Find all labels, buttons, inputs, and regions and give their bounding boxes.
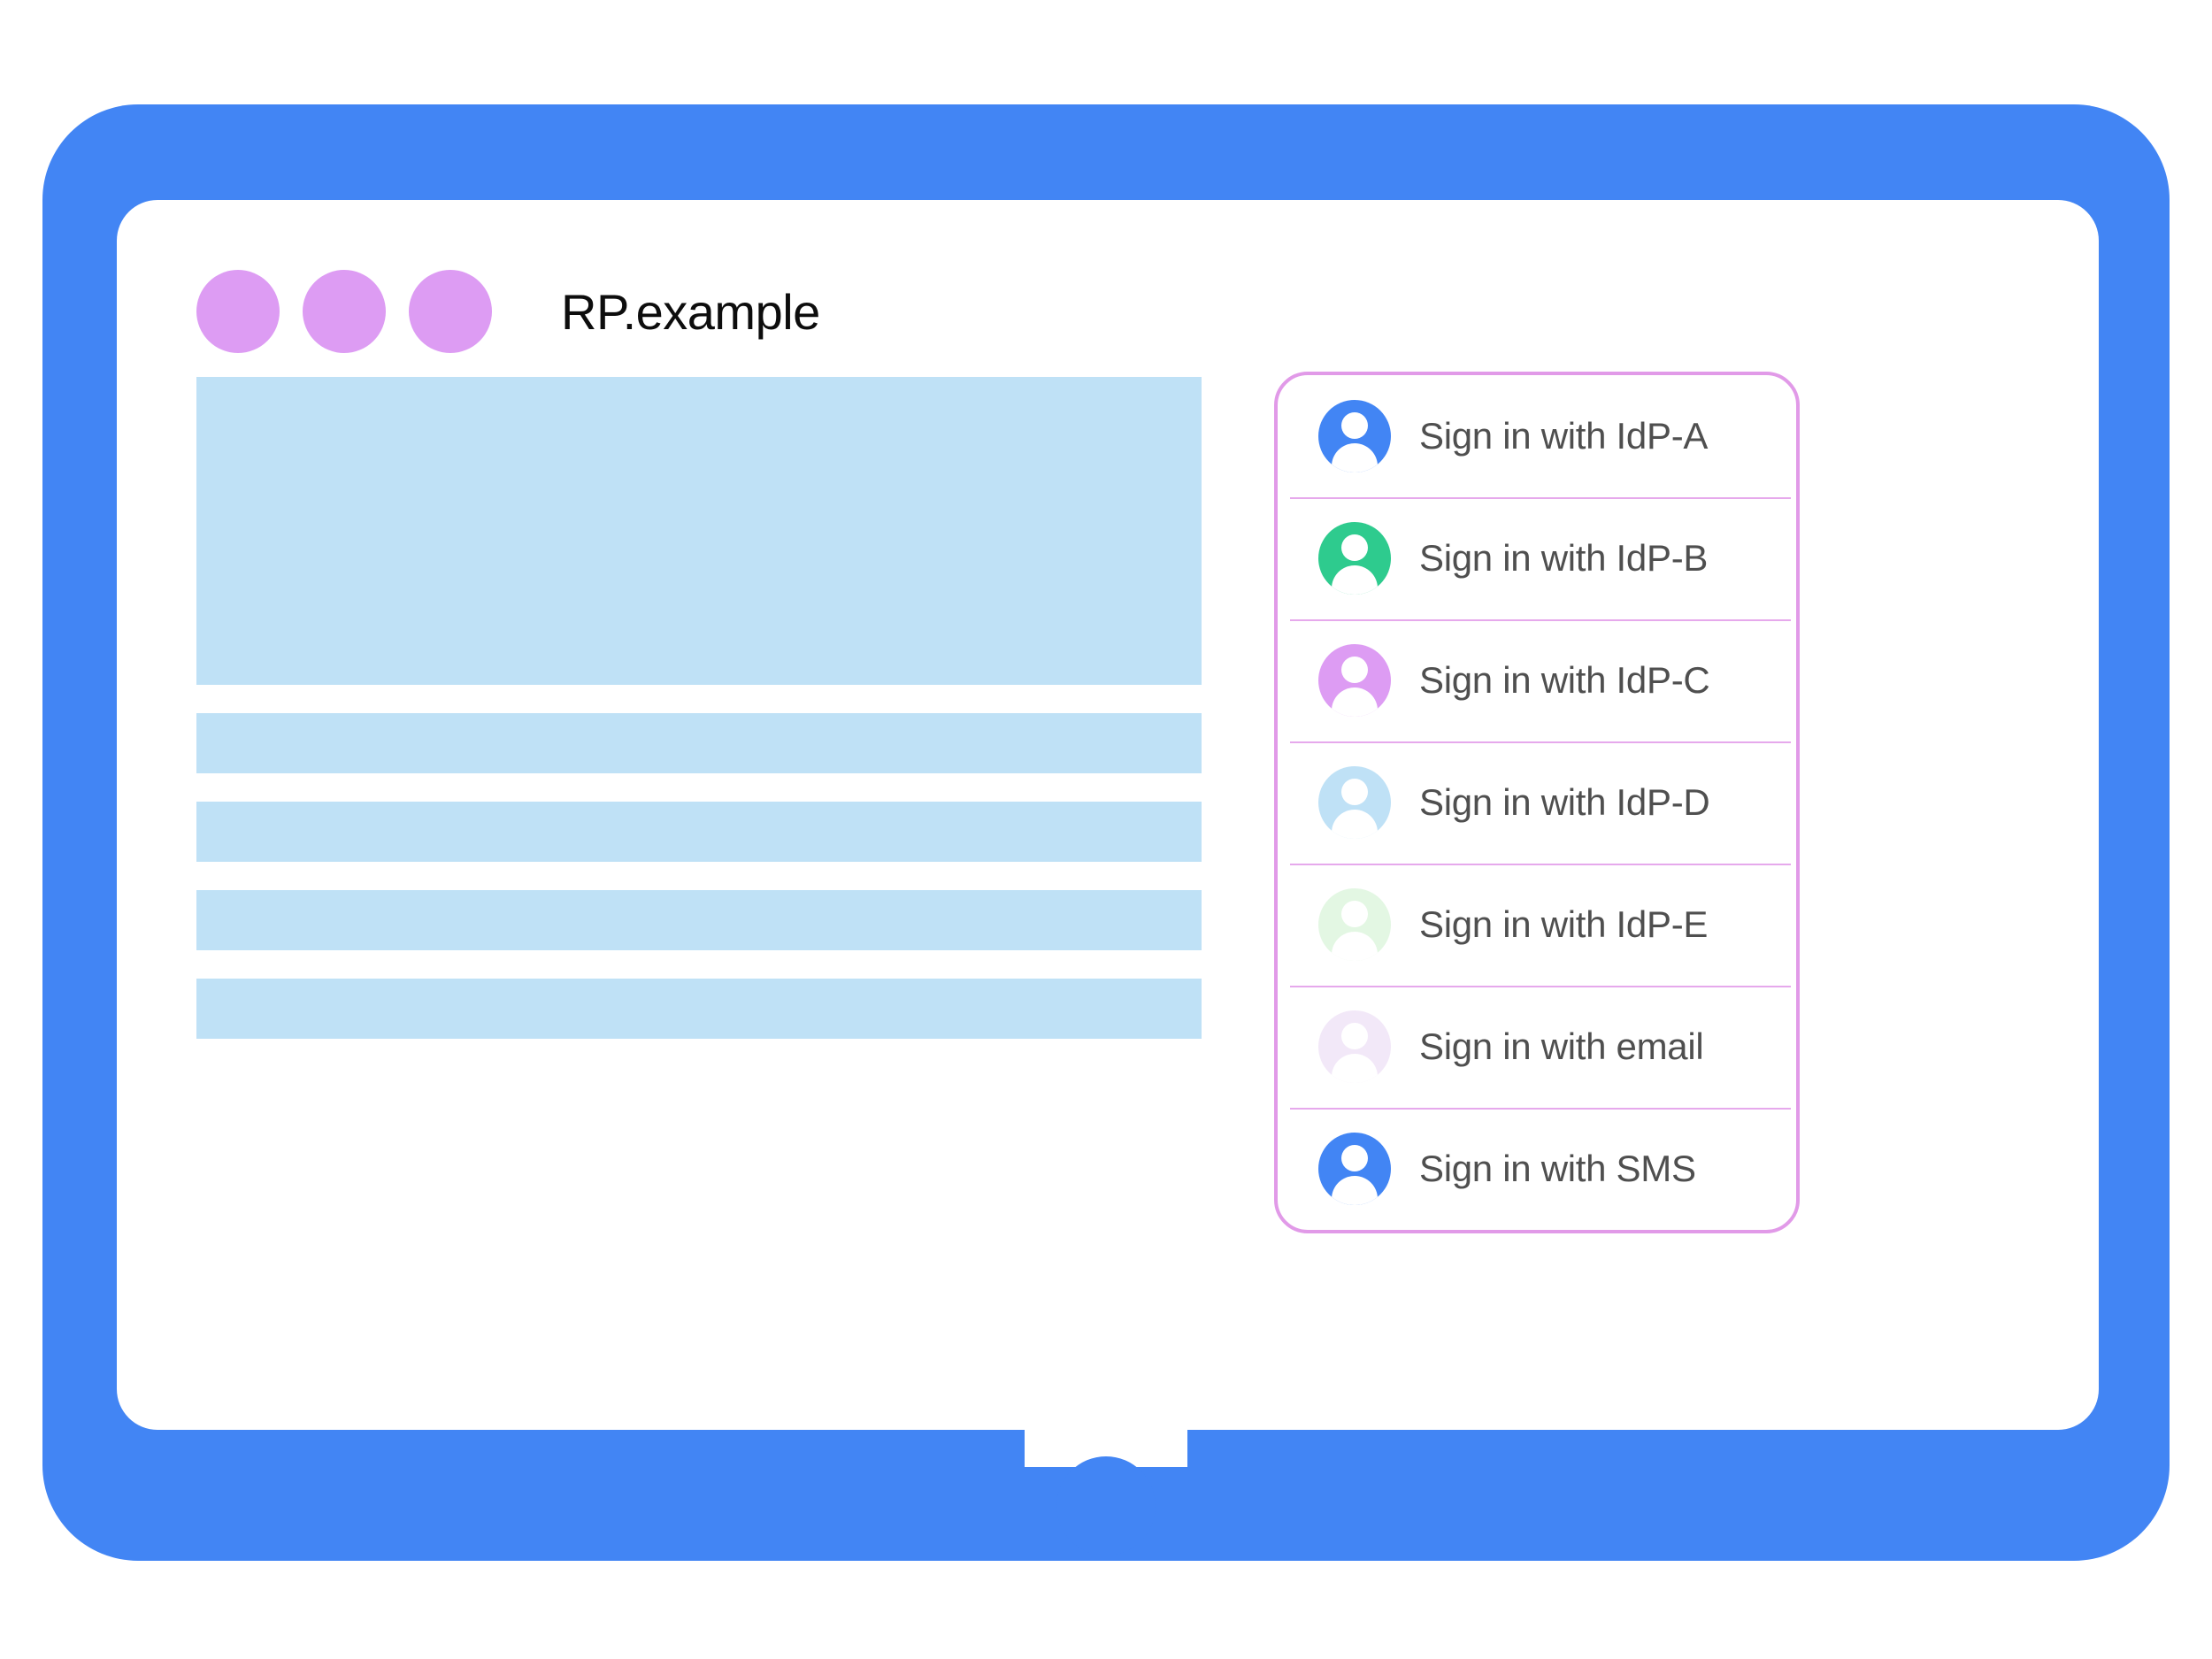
- person-avatar-icon: [1318, 522, 1391, 595]
- window-dot-1[interactable]: [196, 270, 280, 353]
- avatar-head: [1341, 1023, 1368, 1049]
- text-bar-4: [196, 979, 1202, 1039]
- signin-option-label: Sign in with SMS: [1419, 1148, 1696, 1189]
- hero-block: [196, 377, 1202, 685]
- avatar-body: [1332, 687, 1378, 717]
- person-avatar-icon: [1318, 888, 1391, 961]
- text-bar-3: [196, 890, 1202, 950]
- signin-option-label: Sign in with IdP-E: [1419, 903, 1709, 945]
- signin-option-row[interactable]: Sign in with SMS: [1278, 1108, 1796, 1230]
- avatar-head: [1341, 901, 1368, 927]
- avatar-head: [1341, 657, 1368, 683]
- signin-panel: Sign in with IdP-A Sign in with IdP-B Sign…: [1274, 372, 1800, 1233]
- signin-option-row[interactable]: Sign in with IdP-A: [1278, 375, 1796, 497]
- text-bar-1: [196, 713, 1202, 773]
- signin-option-row[interactable]: Sign in with IdP-E: [1278, 864, 1796, 986]
- person-avatar-icon: [1318, 766, 1391, 839]
- window-dot-2[interactable]: [303, 270, 386, 353]
- person-avatar-icon: [1318, 1133, 1391, 1205]
- avatar-head: [1341, 412, 1368, 439]
- signin-option-row[interactable]: Sign in with IdP-B: [1278, 497, 1796, 619]
- text-bar-2: [196, 802, 1202, 862]
- person-avatar-icon: [1318, 644, 1391, 717]
- avatar-body: [1332, 810, 1378, 839]
- page-title: RP.example: [561, 283, 820, 340]
- avatar-body: [1332, 932, 1378, 961]
- avatar-head: [1341, 779, 1368, 805]
- signin-option-label: Sign in with IdP-A: [1419, 415, 1709, 457]
- signin-option-label: Sign in with IdP-D: [1419, 781, 1710, 823]
- window-titlebar: RP.example: [196, 269, 820, 354]
- signin-option-label: Sign in with email: [1419, 1025, 1704, 1067]
- person-avatar-icon: [1318, 1010, 1391, 1083]
- avatar-body: [1332, 565, 1378, 595]
- avatar-body: [1332, 443, 1378, 472]
- home-button[interactable]: [1056, 1456, 1156, 1555]
- avatar-body: [1332, 1054, 1378, 1083]
- avatar-head: [1341, 1145, 1368, 1171]
- signin-option-row[interactable]: Sign in with IdP-C: [1278, 619, 1796, 741]
- signin-option-label: Sign in with IdP-C: [1419, 659, 1710, 701]
- content-placeholders: [196, 377, 1202, 1067]
- person-avatar-icon: [1318, 400, 1391, 472]
- window-dot-3[interactable]: [409, 270, 492, 353]
- avatar-head: [1341, 534, 1368, 561]
- signin-option-row[interactable]: Sign in with email: [1278, 986, 1796, 1108]
- signin-option-label: Sign in with IdP-B: [1419, 537, 1709, 579]
- avatar-body: [1332, 1176, 1378, 1205]
- signin-option-row[interactable]: Sign in with IdP-D: [1278, 741, 1796, 864]
